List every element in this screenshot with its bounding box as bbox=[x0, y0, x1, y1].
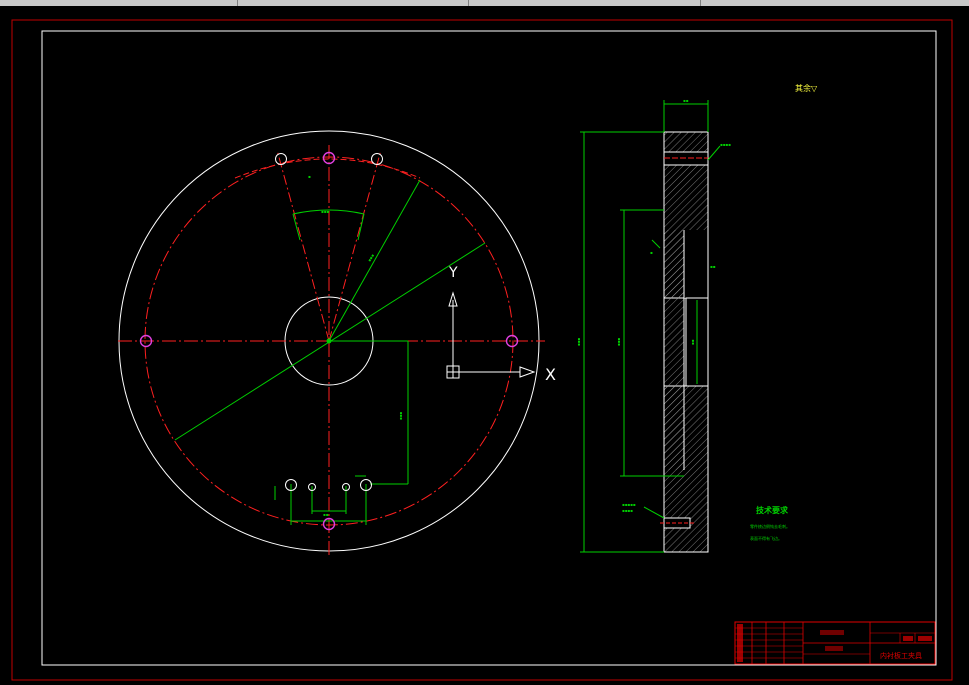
leader-top-text: ▪▪▪▪ bbox=[720, 142, 731, 147]
radial-line-right bbox=[328, 149, 382, 342]
angle-ext-right bbox=[357, 213, 365, 241]
outer-frame bbox=[11, 19, 953, 681]
tech-requirement-1: 零件棱边倒钝去毛刺。 bbox=[750, 523, 790, 529]
radius-dim-text: ▪▪▪ bbox=[367, 253, 376, 263]
ucs-icon: Y X bbox=[446, 265, 556, 384]
inner-height-text: ▪▪▪ bbox=[616, 338, 621, 346]
overall-height-text: ▪▪▪ bbox=[576, 338, 581, 346]
inner-dim-text: ▪▪ bbox=[323, 512, 329, 517]
leader-thread-text1: ▪▪▪▪▪ bbox=[622, 502, 636, 507]
hole-bottom-small-right bbox=[342, 483, 350, 491]
leader-thread bbox=[643, 506, 665, 519]
hole-top-left bbox=[275, 153, 287, 165]
hole-bottom-small-left bbox=[308, 483, 316, 491]
front-view: ▪▪▪ ▪▪▪ ▪▪▪ ▪▪ ▪ bbox=[118, 130, 545, 556]
leader-thread-text2: ▪▪▪▪ bbox=[622, 508, 633, 513]
hatch-inner-left bbox=[664, 230, 684, 470]
radial-line-left bbox=[276, 149, 330, 342]
angle-ext-left bbox=[292, 213, 301, 241]
center-marker bbox=[326, 338, 332, 344]
hatch-top bbox=[663, 131, 709, 153]
title-block: 内衬板工夹具 bbox=[734, 621, 936, 665]
top-left-dim-text: ▪ bbox=[308, 174, 311, 179]
thickness-text: ▪▪ bbox=[683, 98, 689, 103]
hole-bottom-left bbox=[285, 479, 297, 491]
hole-top-center bbox=[322, 151, 336, 165]
finish-right-text: ▪▪ bbox=[710, 264, 716, 269]
leader-top bbox=[707, 145, 721, 161]
tech-requirement-2: 表面不得有飞边。 bbox=[750, 535, 782, 541]
angle-dim-text: ▪▪▪ bbox=[321, 209, 329, 214]
section-outline bbox=[663, 131, 709, 553]
offset-dim-text: ▪▪▪ bbox=[398, 412, 403, 420]
section-view: ▪▪▪ ▪▪▪ ▪▪ ▪▪ ▪▪▪▪ ▪ ▪▪ ▪▪▪▪▪ ▪▪▪▪ bbox=[576, 98, 731, 553]
tech-requirements-title: 技术要求 bbox=[756, 505, 789, 515]
hole-bottom-center bbox=[322, 517, 336, 531]
top-arc-dashed bbox=[234, 158, 421, 179]
hole-bottom-right bbox=[360, 479, 372, 491]
bore-dim-text: ▪▪ bbox=[690, 339, 695, 345]
hole-top-right bbox=[371, 153, 383, 165]
radius-dim-line bbox=[328, 179, 421, 342]
recess bbox=[684, 230, 708, 298]
leader-mid bbox=[651, 239, 661, 249]
title-block-name: 内衬板工夹具 bbox=[880, 651, 922, 660]
inner-frame bbox=[41, 30, 937, 666]
hole-left bbox=[139, 334, 153, 348]
ucs-y-label: Y bbox=[448, 265, 458, 281]
surface-finish-note: 其余▽ bbox=[795, 83, 818, 93]
hole-right bbox=[505, 334, 519, 348]
window-top-strip bbox=[0, 0, 969, 6]
ucs-x-label: X bbox=[545, 365, 556, 384]
leader-mid-text: ▪ bbox=[650, 250, 653, 255]
angle-dim-arc bbox=[292, 209, 365, 215]
